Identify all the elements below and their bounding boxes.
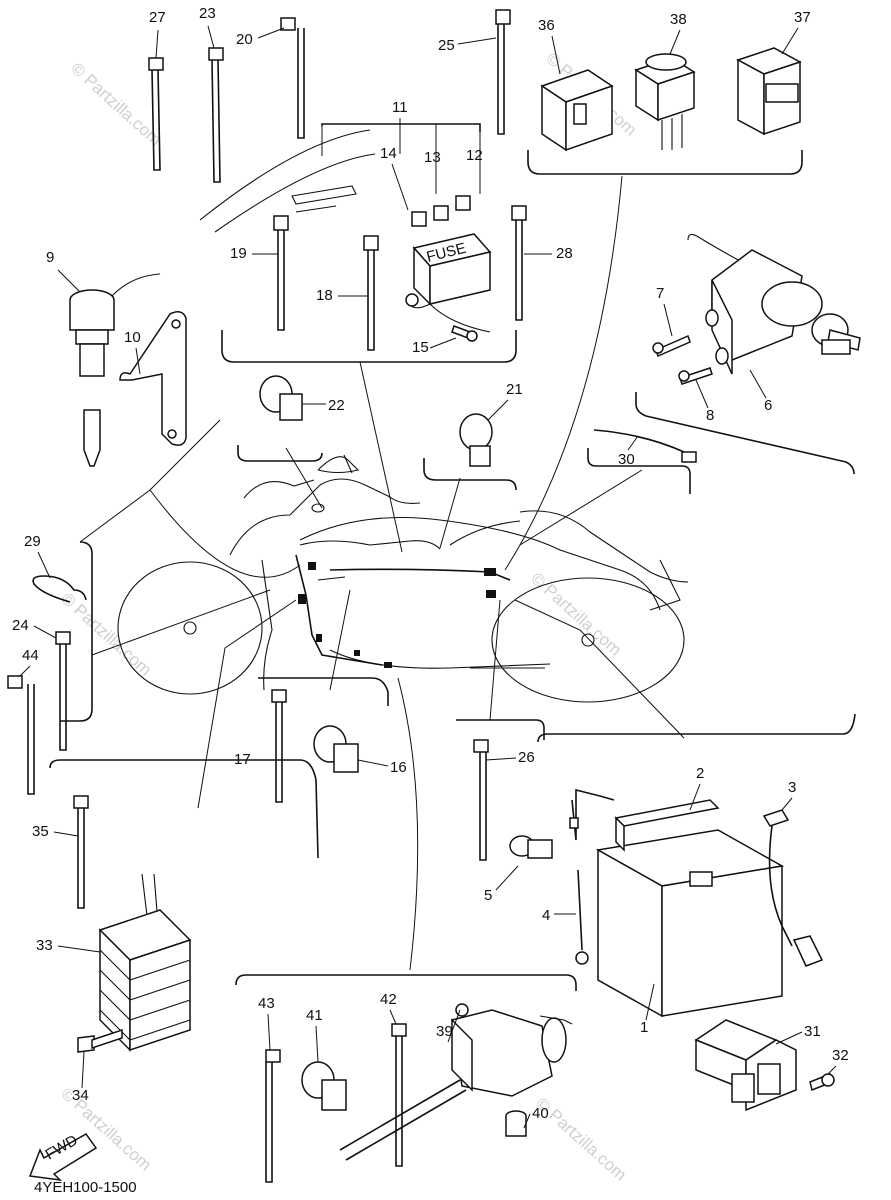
main-switch-6 <box>652 233 861 385</box>
callout-32: 32 <box>832 1047 849 1064</box>
cable-tie-35 <box>73 795 89 909</box>
cable-tie-17 <box>271 689 287 803</box>
cable-ties <box>7 9 527 1183</box>
clamp-41 <box>301 1061 347 1111</box>
cable-tie-43 <box>265 1049 281 1183</box>
watermark: © Partzilla.com <box>57 589 155 680</box>
callout-25: 25 <box>438 37 455 54</box>
cable-tie-20 <box>280 17 305 139</box>
callout-29: 29 <box>24 533 41 550</box>
callout-14: 14 <box>380 145 397 162</box>
callout-8: 8 <box>706 407 714 424</box>
cable-tie-44 <box>7 675 35 795</box>
callout-23: 23 <box>199 5 216 22</box>
clamp-21 <box>459 413 493 467</box>
callout-38: 38 <box>670 11 687 28</box>
callout-17: 17 <box>234 751 251 768</box>
motorcycle-outline <box>117 454 689 703</box>
cable-tie-18 <box>363 235 379 351</box>
callout-21: 21 <box>506 381 523 398</box>
cable-tie-23 <box>208 47 224 183</box>
callout-13: 13 <box>424 149 441 166</box>
sensor-39 <box>339 1003 573 1161</box>
relay-37 <box>736 47 802 136</box>
assembly-arrows <box>79 175 685 971</box>
callout-28: 28 <box>556 245 573 262</box>
callout-34: 34 <box>72 1087 89 1104</box>
relay-38 <box>634 53 696 150</box>
cable-tie-42 <box>391 1023 407 1167</box>
clamps <box>259 375 553 1111</box>
callout-43: 43 <box>258 995 275 1012</box>
callout-19: 19 <box>230 245 247 262</box>
clamp-5 <box>509 835 553 859</box>
callout-41: 41 <box>306 1007 323 1024</box>
callout-24: 24 <box>12 617 29 634</box>
fuse-box: FUSE <box>199 129 492 342</box>
callout-7: 7 <box>656 285 664 302</box>
group-brackets <box>49 123 856 991</box>
callout-1: 1 <box>640 1019 648 1036</box>
callout-31: 31 <box>804 1023 821 1040</box>
watermark: © Partzilla.com <box>67 59 165 150</box>
callout-12: 12 <box>466 147 483 164</box>
callout-10: 10 <box>124 329 141 346</box>
callout-16: 16 <box>390 759 407 776</box>
callout-26: 26 <box>518 749 535 766</box>
watermark: © Partzilla.com <box>527 569 625 660</box>
fwd-arrow-icon: FWD <box>28 1132 98 1182</box>
callout-39: 39 <box>436 1023 453 1040</box>
callout-2: 2 <box>696 765 704 782</box>
callout-35: 35 <box>32 823 49 840</box>
callout-40: 40 <box>532 1105 549 1122</box>
callout-3: 3 <box>788 779 796 796</box>
clamp-16 <box>313 725 359 773</box>
rectifier-33 <box>77 873 192 1053</box>
callout-42: 42 <box>380 991 397 1008</box>
cable-tie-19 <box>273 215 289 331</box>
battery-strap-3 <box>762 809 824 967</box>
callout-22: 22 <box>328 397 345 414</box>
callout-44: 44 <box>22 647 39 664</box>
battery-1 <box>595 799 785 1018</box>
cable-tie-27 <box>148 57 164 171</box>
callout-9: 9 <box>46 249 54 266</box>
callout-6: 6 <box>764 397 772 414</box>
band-30 <box>593 429 697 463</box>
callout-11: 11 <box>392 99 408 116</box>
cable-tie-26 <box>473 739 489 861</box>
callout-4: 4 <box>542 907 550 924</box>
cable-tie-25 <box>495 9 511 135</box>
part-callouts: 27 23 20 25 36 38 37 11 14 13 12 19 28 1… <box>12 5 849 1129</box>
cable-tie-28 <box>511 205 527 321</box>
callout-33: 33 <box>36 937 53 954</box>
drawing-code: 4YEH100-1500 <box>34 1179 137 1196</box>
bracket-10 <box>119 311 187 446</box>
callout-37: 37 <box>794 9 811 26</box>
cable-tie-24 <box>55 631 71 751</box>
clamp-22 <box>259 375 303 421</box>
callout-30: 30 <box>618 451 635 468</box>
callout-18: 18 <box>316 287 333 304</box>
battery-cable-4 <box>569 788 615 965</box>
clip-29 <box>32 575 87 603</box>
callout-27: 27 <box>149 9 166 26</box>
callout-5: 5 <box>484 887 492 904</box>
callout-15: 15 <box>412 339 429 356</box>
flasher-31 <box>694 1019 835 1112</box>
callout-20: 20 <box>236 31 253 48</box>
callout-36: 36 <box>538 17 555 34</box>
relays <box>540 47 802 152</box>
bolt-40 <box>505 1110 527 1137</box>
relay-36 <box>540 69 614 152</box>
switch-9 <box>69 273 161 467</box>
